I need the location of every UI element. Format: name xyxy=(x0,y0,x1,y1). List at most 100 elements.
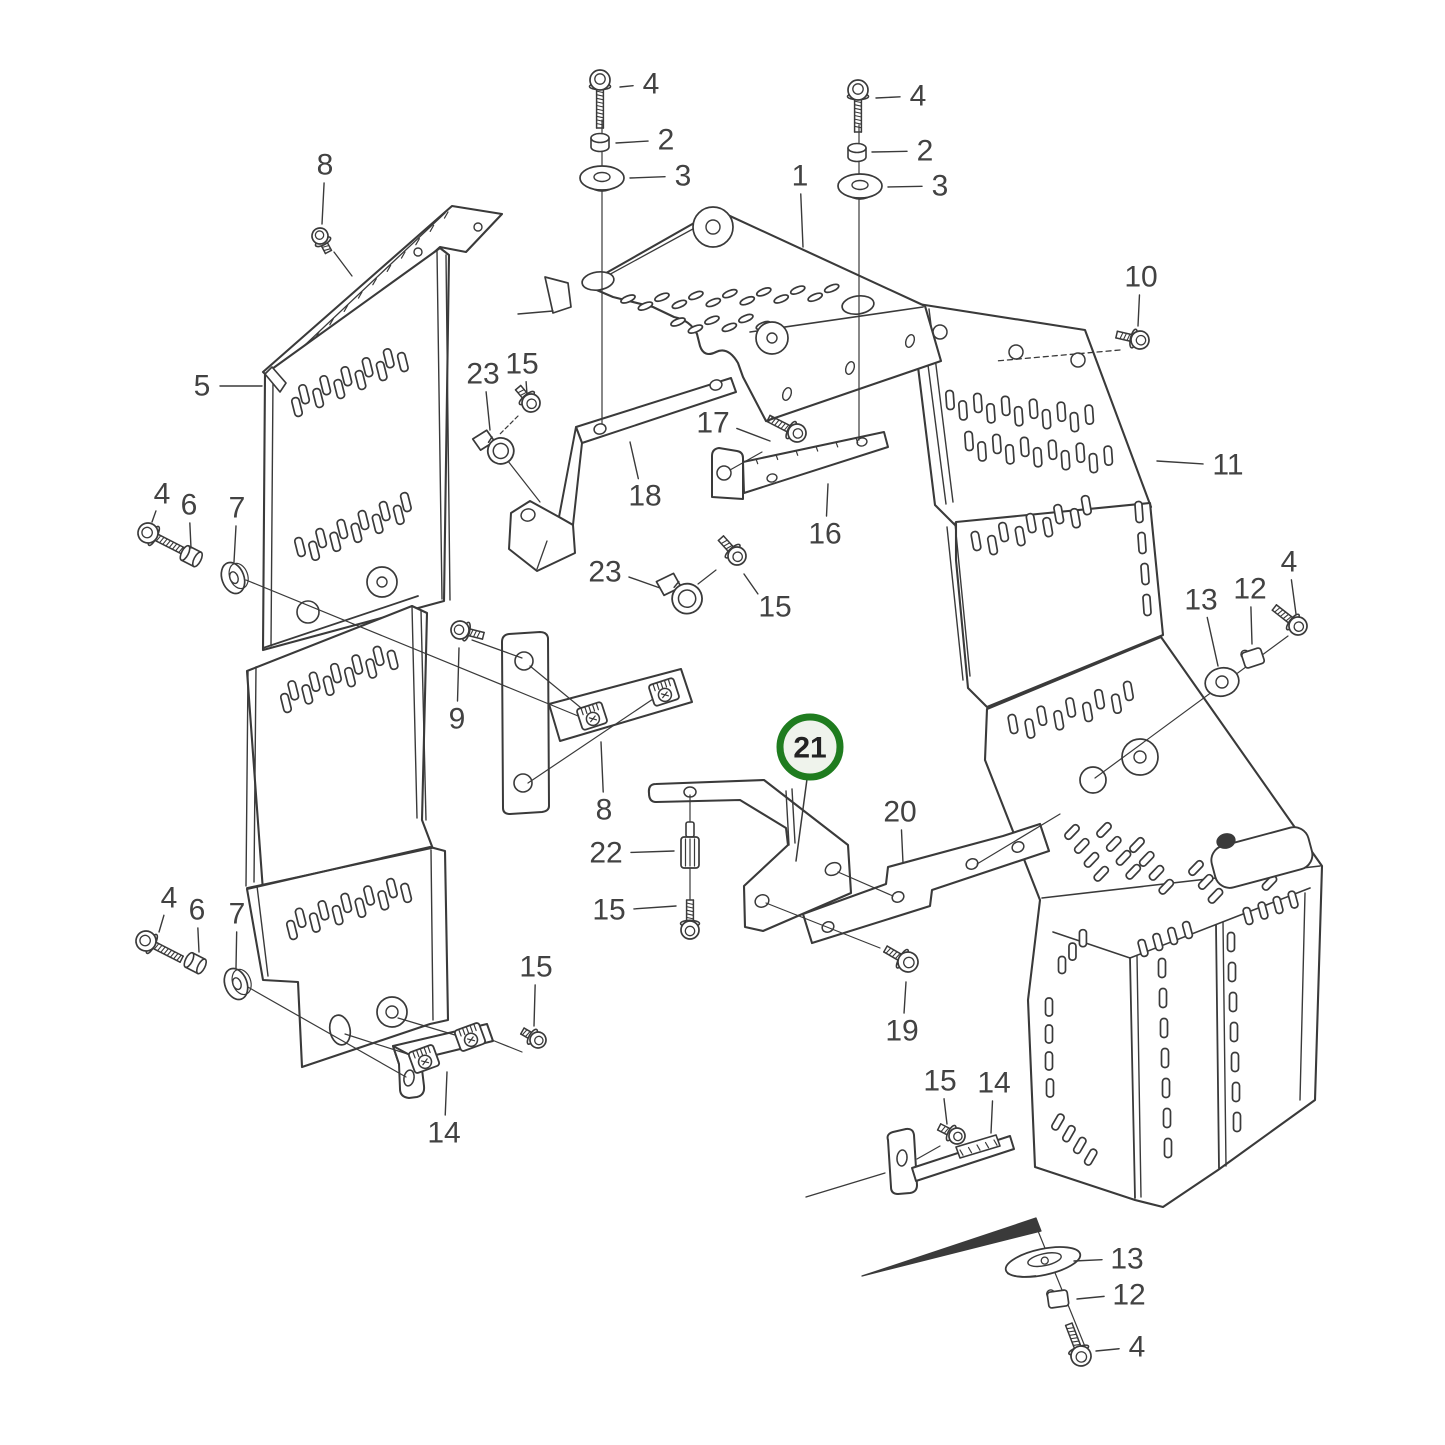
callout-23[interactable]: 23 xyxy=(588,556,661,589)
screw-8-icon xyxy=(311,227,333,255)
callout-label: 4 xyxy=(910,80,927,113)
callout-label: 3 xyxy=(675,160,692,193)
callout-6[interactable]: 6 xyxy=(181,489,198,549)
callout-4[interactable]: 4 xyxy=(619,68,659,101)
callout-label: 4 xyxy=(154,478,171,511)
callout-14[interactable]: 14 xyxy=(427,1071,461,1150)
screw-9-icon xyxy=(450,620,485,642)
callout-18[interactable]: 18 xyxy=(628,441,662,513)
callout-17[interactable]: 17 xyxy=(696,407,771,442)
callout-label: 22 xyxy=(589,837,622,870)
square-nut-icon xyxy=(648,677,680,707)
screw-15-icon xyxy=(717,535,747,566)
callout-7[interactable]: 7 xyxy=(229,492,246,563)
callout-6[interactable]: 6 xyxy=(189,894,206,953)
callout-19[interactable]: 19 xyxy=(885,981,919,1048)
callout-label: 1 xyxy=(792,160,809,193)
callout-15[interactable]: 15 xyxy=(923,1065,957,1125)
callout-label: 13 xyxy=(1110,1243,1143,1276)
callout-4[interactable]: 4 xyxy=(158,882,178,933)
square-nut-icon xyxy=(453,1022,487,1052)
callout-label: 12 xyxy=(1233,573,1266,606)
callout-label: 20 xyxy=(883,796,916,829)
rivet-22-icon xyxy=(680,821,700,869)
callout-label: 11 xyxy=(1212,449,1243,482)
callout-20[interactable]: 20 xyxy=(883,796,917,864)
callout-12[interactable]: 12 xyxy=(1233,573,1267,645)
callout-7[interactable]: 7 xyxy=(229,898,246,969)
bracket-20 xyxy=(801,822,1051,945)
bracket-14-right xyxy=(805,1127,1015,1198)
callout-4[interactable]: 4 xyxy=(151,478,171,523)
callout-2[interactable]: 2 xyxy=(871,135,933,168)
callout-label: 23 xyxy=(588,556,621,589)
grommet-3-icon xyxy=(837,173,883,200)
callout-label: 3 xyxy=(932,170,949,203)
washer-7-icon xyxy=(220,561,249,595)
callout-8[interactable]: 8 xyxy=(317,149,334,225)
callout-label: 8 xyxy=(317,149,334,182)
bolt-4-icon xyxy=(1064,1322,1092,1367)
callout-1[interactable]: 1 xyxy=(792,160,809,248)
callout-label: 4 xyxy=(161,882,178,915)
nut-2-icon xyxy=(590,132,610,153)
callout-13[interactable]: 13 xyxy=(1073,1243,1144,1276)
callout-4[interactable]: 4 xyxy=(1281,546,1298,615)
clamp-23-icon xyxy=(471,429,515,465)
bracket-11 xyxy=(902,301,1324,1209)
highlighted-callout-21[interactable]: 21 xyxy=(776,713,844,862)
clamp-23-icon xyxy=(655,572,703,615)
callout-label: 12 xyxy=(1112,1279,1145,1312)
callout-4[interactable]: 4 xyxy=(1095,1331,1146,1364)
callout-16[interactable]: 16 xyxy=(808,483,842,551)
callout-23[interactable]: 23 xyxy=(466,358,500,431)
callout-22[interactable]: 22 xyxy=(589,837,675,870)
callout-9[interactable]: 9 xyxy=(449,647,466,736)
callout-label: 7 xyxy=(229,492,246,525)
callout-15[interactable]: 15 xyxy=(743,573,792,624)
lock-nut-icon xyxy=(1240,647,1266,669)
callout-3[interactable]: 3 xyxy=(629,160,692,193)
callout-label: 15 xyxy=(505,348,538,381)
callout-13[interactable]: 13 xyxy=(1184,584,1219,667)
callout-11[interactable]: 11 xyxy=(1156,449,1244,482)
callout-label: 17 xyxy=(696,407,729,440)
callout-8[interactable]: 8 xyxy=(596,741,613,827)
callout-label: 15 xyxy=(519,951,552,984)
callout-label: 7 xyxy=(229,898,246,931)
screw-10-icon xyxy=(1115,328,1150,350)
callout-label: 19 xyxy=(885,1015,918,1048)
callout-5[interactable]: 5 xyxy=(194,370,263,403)
callout-15[interactable]: 15 xyxy=(519,951,553,1027)
callout-3[interactable]: 3 xyxy=(887,170,949,203)
callout-4[interactable]: 4 xyxy=(875,80,927,113)
square-nut-icon xyxy=(407,1044,441,1074)
bolt-4-icon xyxy=(137,522,186,555)
callout-label: 14 xyxy=(427,1117,460,1150)
mount-pad xyxy=(1210,826,1314,889)
callout-label: 15 xyxy=(758,591,791,624)
bolt-4-icon xyxy=(135,930,184,963)
callout-label: 2 xyxy=(658,124,675,157)
bracket-5 xyxy=(245,204,504,1069)
callout-15[interactable]: 15 xyxy=(505,348,539,395)
bolt-4-icon xyxy=(588,69,612,129)
top-plate-1 xyxy=(517,208,943,423)
callout-label: 5 xyxy=(194,370,211,403)
callout-label: 9 xyxy=(449,703,466,736)
callout-label: 6 xyxy=(181,489,198,522)
screw-15-icon xyxy=(519,1027,547,1049)
callout-12[interactable]: 12 xyxy=(1076,1279,1146,1312)
bolt-4-icon xyxy=(1271,604,1308,636)
spacer-6-icon xyxy=(183,951,208,975)
callout-14[interactable]: 14 xyxy=(977,1067,1011,1134)
callout-10[interactable]: 10 xyxy=(1124,261,1158,327)
bolt-4-icon xyxy=(846,79,870,133)
callout-label: 4 xyxy=(1129,1331,1146,1364)
callout-15[interactable]: 15 xyxy=(592,894,677,927)
callout-2[interactable]: 2 xyxy=(615,124,675,157)
callout-label: 23 xyxy=(466,358,499,391)
square-nut-icon xyxy=(576,701,608,731)
